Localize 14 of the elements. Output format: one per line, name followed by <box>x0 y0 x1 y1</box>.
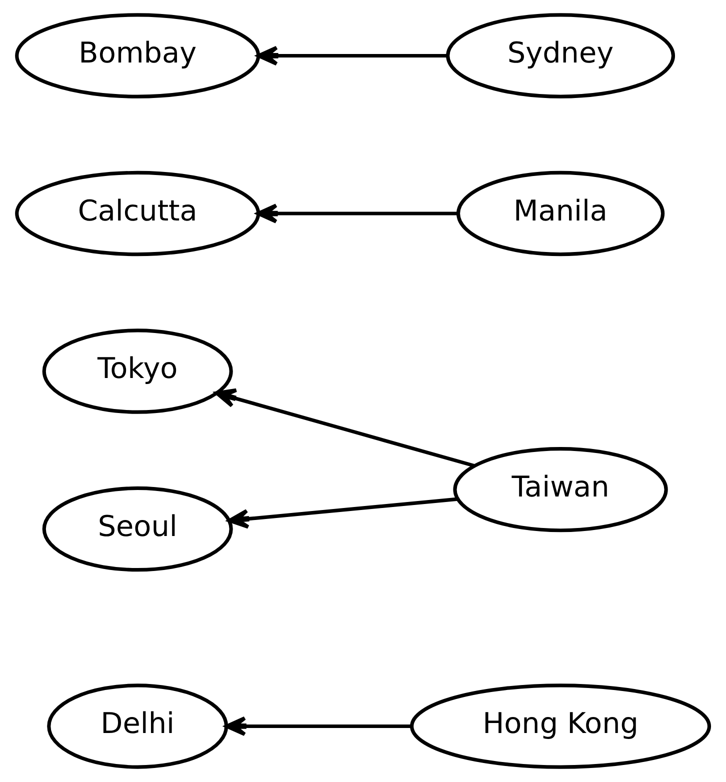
node-ellipse: Taiwan <box>453 447 668 532</box>
node-ellipse: Sydney <box>446 13 676 98</box>
node-ellipse: Delhi <box>47 684 228 769</box>
node-ellipse: Tokyo <box>42 328 233 414</box>
node-ellipse: Hong Kong <box>410 684 712 769</box>
arrow <box>228 497 458 529</box>
arrow <box>224 716 412 736</box>
arrow <box>256 46 448 66</box>
arrow <box>256 204 458 224</box>
node-ellipse: Calcutta <box>15 170 260 256</box>
node-ellipse: Manila <box>456 170 665 256</box>
node-ellipse: Bombay <box>15 13 260 98</box>
arrow <box>214 388 476 468</box>
node-ellipse: Seoul <box>42 486 233 572</box>
